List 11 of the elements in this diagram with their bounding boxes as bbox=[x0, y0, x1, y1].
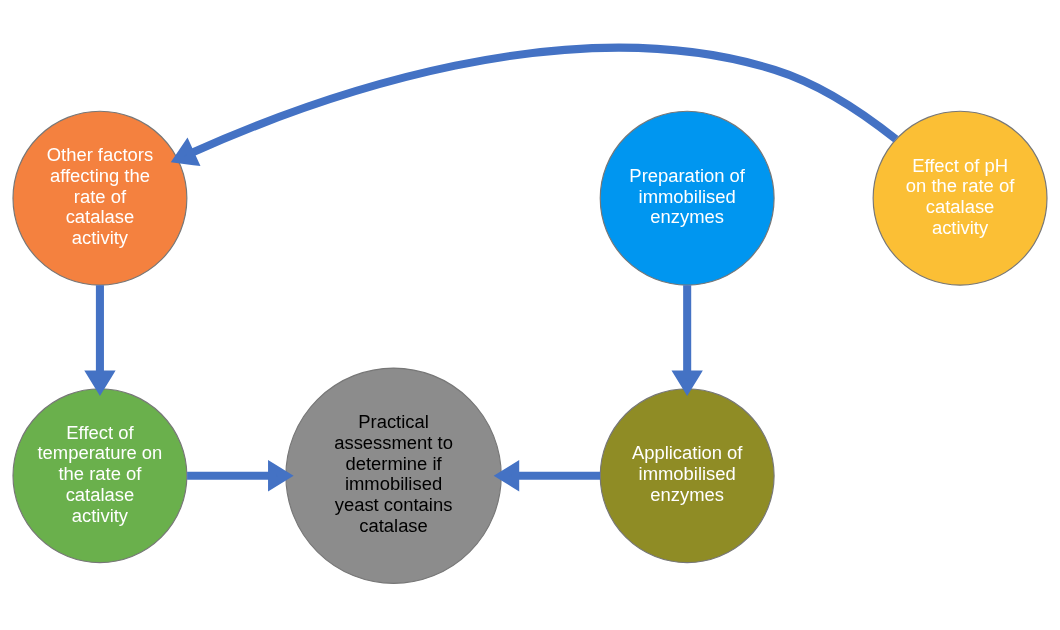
arrow bbox=[187, 459, 294, 491]
node-circle: Application of immobilised enzymes bbox=[599, 387, 775, 563]
arrow bbox=[84, 284, 116, 396]
node-circle: Preparation of immobilised enzymes bbox=[599, 110, 775, 286]
arrow bbox=[493, 459, 601, 491]
node-circle: Other factors affecting the rate of catalase activity bbox=[12, 110, 188, 286]
node-circle: Practical assessment to determine if immobilised yeast contains catalase bbox=[285, 367, 502, 584]
node-circle: Effect of temperature on the rate of catalase activity bbox=[12, 387, 188, 563]
arrow bbox=[671, 284, 703, 396]
arrow bbox=[170, 43, 899, 166]
node-circle: Effect of pH on the rate of catalase activity bbox=[872, 110, 1048, 286]
